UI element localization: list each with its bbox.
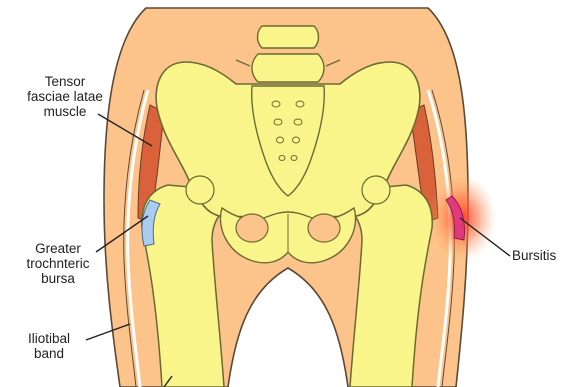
greater-trochanteric-bursa-label: Greater trochnteric bursa bbox=[6, 241, 110, 286]
iliotibial-band-label: Iliotibal band bbox=[14, 331, 84, 361]
bursitis-label: Bursitis bbox=[512, 248, 572, 263]
obturator-foramen-right bbox=[308, 214, 340, 242]
lumbar-vertebra-lower bbox=[252, 54, 324, 82]
femoral-head-right bbox=[362, 176, 390, 204]
lumbar-vertebra bbox=[258, 26, 319, 48]
obturator-foramen-left bbox=[236, 214, 268, 242]
tensor-fasciae-latae-label: Tensor fasciae latae muscle bbox=[10, 74, 120, 119]
femoral-head-left bbox=[186, 176, 214, 204]
